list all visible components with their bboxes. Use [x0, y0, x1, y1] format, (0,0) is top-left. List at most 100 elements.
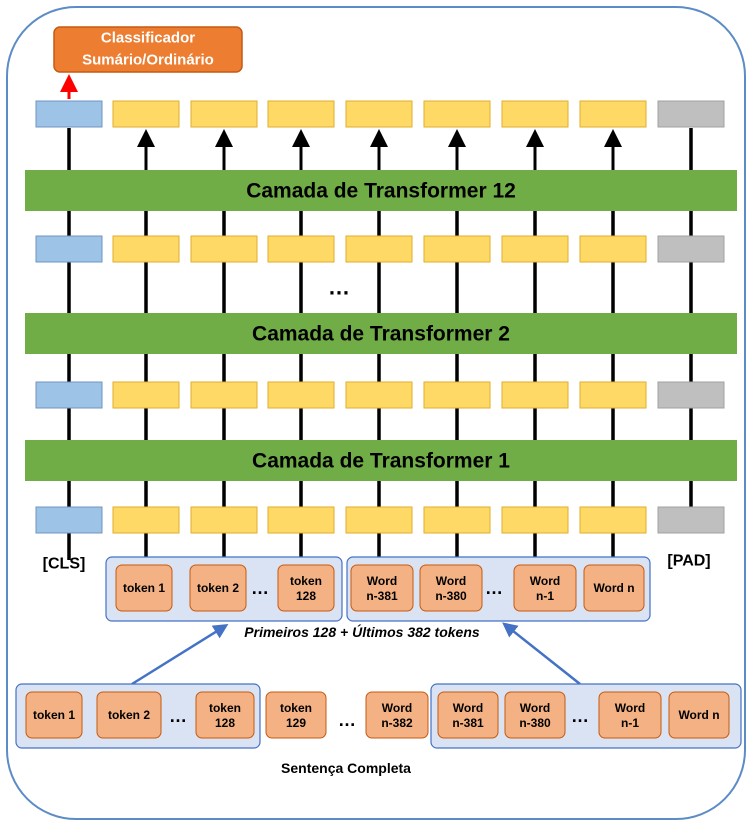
- token-embedding-box: [423, 506, 491, 534]
- full-token-chip-label: Word n: [678, 708, 719, 722]
- last-selection-arrow: [502, 622, 581, 685]
- diagram-text: Camada de Transformer 12 Camada de Transf…: [33, 30, 720, 777]
- token-embedding-box: [345, 381, 413, 409]
- classifier-label-line2: Sumário/Ordinário: [82, 52, 214, 69]
- full-token-chip-label: n-382: [381, 716, 413, 730]
- full-token-chip-label: Word: [382, 701, 412, 715]
- full-token-chip: [195, 691, 255, 739]
- cls-embedding-box: [35, 235, 103, 263]
- selected-token-chip: [115, 564, 173, 612]
- token-embedding-box: [501, 506, 569, 534]
- selected-token-chip-label: Word n: [593, 581, 634, 595]
- selected-token-chip-label: Word: [436, 574, 466, 588]
- selected-token-chip-label: 128: [296, 589, 316, 603]
- full-token-chip-label: n-381: [452, 716, 484, 730]
- selected-token-chip: [277, 564, 335, 612]
- token-embedding-box: [112, 235, 180, 263]
- token-embedding-box: [345, 506, 413, 534]
- token-embedding-box: [267, 100, 335, 128]
- full-token-chip-label: token: [280, 701, 312, 715]
- full-ellipsis-1: …: [169, 706, 187, 726]
- full-token-chip-label: Word: [520, 701, 550, 715]
- token-embedding-box: [267, 235, 335, 263]
- full-token-chip-label: 128: [215, 716, 235, 730]
- selected-token-chip: [513, 564, 577, 612]
- selected-token-chip: [419, 564, 483, 612]
- full-token-chip-label: n-1: [621, 716, 639, 730]
- full-token-chip-label: Word: [615, 701, 645, 715]
- token-embedding-box: [423, 381, 491, 409]
- token-embedding-box: [501, 100, 569, 128]
- token-embedding-box: [190, 235, 258, 263]
- token-embedding-box: [345, 235, 413, 263]
- classifier-box: [53, 26, 243, 73]
- full-token-chip-label: 129: [286, 716, 306, 730]
- pad-embedding-box: [657, 381, 725, 409]
- token-embedding-box: [579, 100, 647, 128]
- pad-embedding-box: [657, 100, 725, 128]
- full-token-chip: [437, 691, 499, 739]
- full-token-chip: [365, 691, 429, 739]
- full-token-chip-label: n-380: [519, 716, 551, 730]
- full-token-chip-label: token 1: [33, 708, 75, 722]
- selected-token-chip-label: Word: [530, 574, 560, 588]
- full-token-chip: [96, 691, 162, 739]
- selected-token-chip-label: n-380: [435, 589, 467, 603]
- token-embedding-box: [501, 381, 569, 409]
- full-token-chip-label: token 2: [108, 708, 150, 722]
- token-embedding-box: [423, 100, 491, 128]
- full-token-chip: [598, 691, 662, 739]
- selected-token-chip-label: token 2: [197, 581, 239, 595]
- token-embedding-box: [267, 506, 335, 534]
- token-embedding-box: [579, 381, 647, 409]
- token-embedding-box: [190, 381, 258, 409]
- token-embedding-box: [112, 381, 180, 409]
- selected-token-chip-label: n-381: [366, 589, 398, 603]
- transformer-layers: [25, 170, 737, 481]
- token-embedding-box: [423, 235, 491, 263]
- pad-embedding-box: [657, 506, 725, 534]
- layer-ellipsis: …: [328, 275, 350, 300]
- pad-label: [PAD]: [667, 553, 710, 570]
- token-embedding-box: [579, 235, 647, 263]
- token-embedding-box: [501, 235, 569, 263]
- selected-token-chip: [189, 564, 247, 612]
- classifier-label-line1: Classificador: [101, 30, 195, 47]
- token-embedding-box: [112, 506, 180, 534]
- selected-ellipsis-2: …: [485, 578, 503, 598]
- token-chips: [25, 564, 730, 739]
- full-ellipsis-2: …: [338, 710, 356, 730]
- full-token-chip: [668, 691, 730, 739]
- cls-embedding-box: [35, 100, 103, 128]
- transformer-layer-label: Camada de Transformer 2: [252, 323, 510, 346]
- selected-token-chip-label: token: [290, 574, 322, 588]
- selection-caption: Primeiros 128 + Últimos 382 tokens: [244, 623, 480, 640]
- cls-embedding-box: [35, 381, 103, 409]
- transformer-layer-bar: [25, 313, 737, 354]
- full-ellipsis-3: …: [571, 706, 589, 726]
- full-token-chip: [25, 691, 83, 739]
- diagram-frame: [6, 6, 746, 820]
- pad-embedding-box: [657, 235, 725, 263]
- selected-token-chip: [350, 564, 414, 612]
- full-token-chip-label: token: [209, 701, 241, 715]
- cls-label: [CLS]: [43, 556, 86, 573]
- full-token-chip-label: Word: [453, 701, 483, 715]
- transformer-layer-label: Camada de Transformer 12: [246, 180, 516, 203]
- token-embedding-box: [267, 381, 335, 409]
- selected-ellipsis-1: …: [251, 578, 269, 598]
- token-embedding-box: [112, 100, 180, 128]
- full-sentence-caption: Sentença Completa: [281, 760, 411, 776]
- embedding-boxes: [35, 26, 725, 534]
- full-token-chip: [504, 691, 566, 739]
- first-selection-arrow: [131, 624, 229, 686]
- transformer-layer-label: Camada de Transformer 1: [252, 450, 510, 473]
- selected-token-chip-label: Word: [367, 574, 397, 588]
- full-token-chip: [265, 691, 327, 739]
- cls-embedding-box: [35, 506, 103, 534]
- selected-token-chip: [583, 564, 645, 612]
- token-embedding-box: [190, 100, 258, 128]
- token-embedding-box: [190, 506, 258, 534]
- token-embedding-box: [579, 506, 647, 534]
